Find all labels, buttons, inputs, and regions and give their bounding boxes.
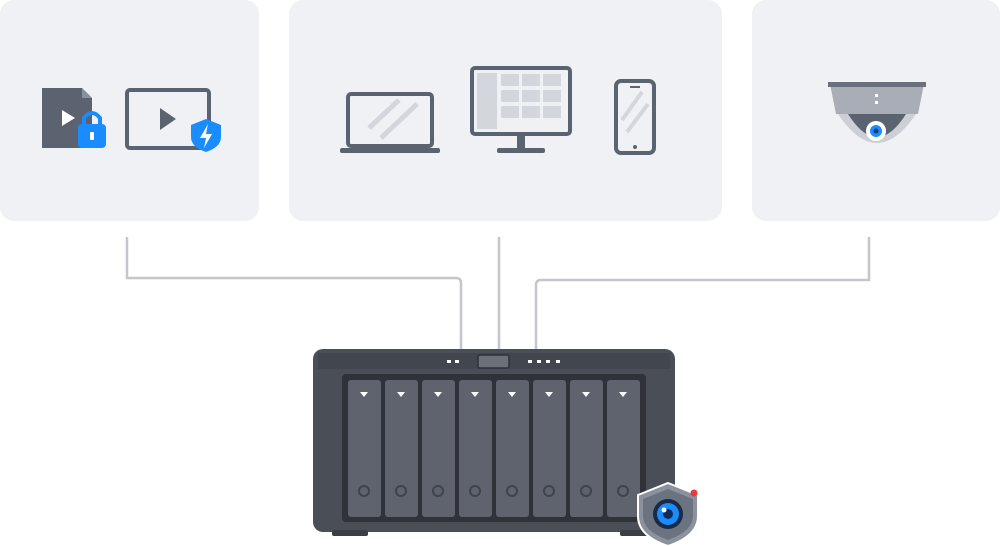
drive-bay	[570, 380, 603, 517]
video-player-shield-icon	[125, 88, 221, 152]
surveillance-shield-icon	[637, 481, 699, 546]
surveillance-icons	[828, 82, 926, 143]
video-file-lock-icon	[42, 88, 106, 148]
connector-left	[125, 237, 463, 350]
smartphone-icon	[614, 79, 656, 155]
drive-bay	[533, 380, 566, 517]
client-devices-card	[289, 0, 722, 221]
drive-bay	[496, 380, 529, 517]
drive-bay	[348, 380, 381, 517]
protected-media-icons	[42, 88, 221, 152]
surveillance-card	[752, 0, 1000, 221]
drive-bays	[348, 380, 640, 517]
drive-bay	[459, 380, 492, 517]
connector-right	[534, 237, 871, 350]
dome-camera-icon	[828, 82, 926, 143]
connector-lines	[125, 237, 871, 350]
laptop-icon	[340, 92, 440, 153]
drive-bay	[385, 380, 418, 517]
nas-server-icon	[313, 349, 675, 536]
drive-bay	[607, 380, 640, 517]
drive-bay	[422, 380, 455, 517]
desktop-monitor-icon	[470, 66, 572, 153]
protected-media-card	[0, 0, 259, 221]
client-devices-icons	[340, 66, 656, 155]
